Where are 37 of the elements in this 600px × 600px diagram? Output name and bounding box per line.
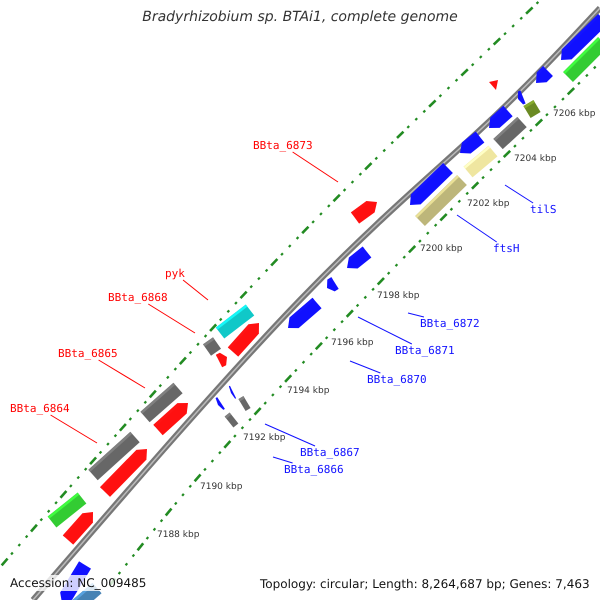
scale-label: 7188 kbp (157, 530, 200, 541)
leader-line (272, 456, 294, 464)
leader-line (50, 414, 98, 444)
gene-label: BBta_6866 (284, 463, 344, 476)
scale-label: 7206 kbp (553, 109, 596, 120)
leader-line (182, 280, 208, 300)
gene-label: BBta_6873 (253, 139, 313, 152)
leader-line (148, 304, 196, 334)
title: Bradyrhizobium sp. BTAi1, complete genome (141, 9, 459, 25)
scale-label: 7202 kbp (467, 199, 510, 210)
scale-label: 7190 kbp (200, 482, 242, 493)
gene-label: BBta_6867 (300, 446, 360, 459)
scale-label: 7194 kbp (287, 386, 330, 397)
leader-line (456, 214, 498, 242)
leader-line (358, 316, 412, 344)
footer-text: Accession: NC_009485 (8, 575, 148, 591)
leader-line (98, 360, 146, 388)
leader-line (264, 424, 316, 446)
gene-label: ftsH (493, 242, 520, 255)
gene-label: BBta_6868 (108, 291, 168, 304)
scale-label: 7204 kbp (514, 154, 556, 165)
gene-label: tilS (530, 203, 556, 216)
scale-label: 7192 kbp (243, 433, 286, 444)
gene-label: BBta_6870 (367, 373, 427, 386)
gene-label: BBta_6864 (10, 402, 70, 415)
scale-label: 7200 kbp (420, 244, 462, 255)
gene-label: pyk (165, 267, 185, 280)
scale-label: 7198 kbp (377, 291, 420, 302)
footer-text: Topology: circular; Length: 8,264,687 bp; Genes: 7,463 (258, 576, 592, 592)
leader-line (350, 360, 381, 374)
gene-label: BBta_6865 (58, 347, 118, 360)
gene-label: BBta_6871 (395, 344, 455, 357)
leader-line (408, 312, 424, 318)
gene-label: BBta_6872 (420, 317, 480, 330)
leader-line (504, 184, 534, 204)
leader-line (292, 152, 338, 182)
scale-label: 7196 kbp (331, 338, 374, 349)
